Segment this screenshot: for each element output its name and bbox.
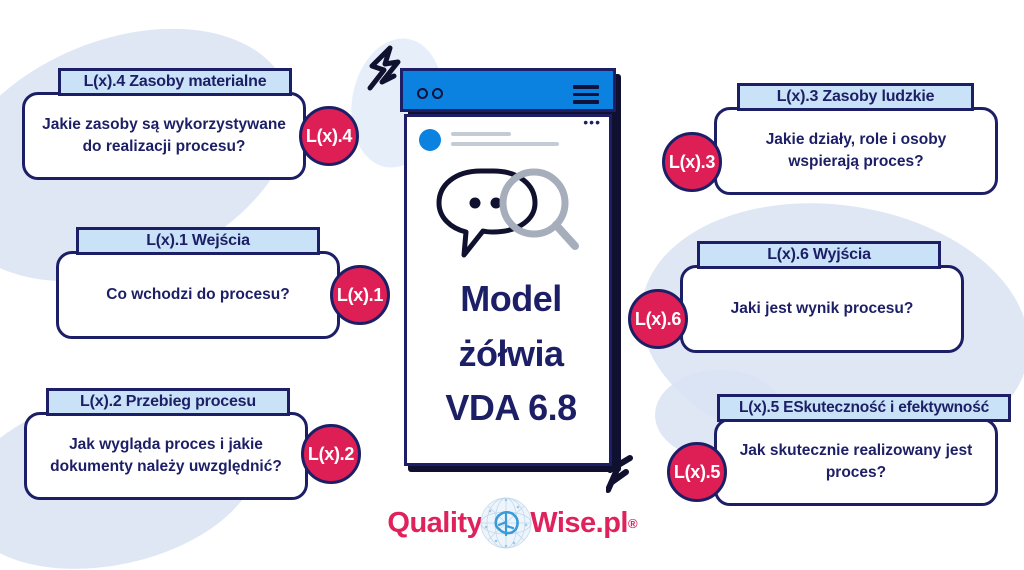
- callout-question-lx6: Jaki jest wynik procesu?: [680, 265, 964, 353]
- center-title-line-2: żółwia: [458, 332, 564, 374]
- callout-question-lx3: Jakie działy, role i osoby wspierają pro…: [714, 107, 998, 195]
- callout-header-lx5: L(x).5 ESkuteczność i efektywność: [717, 394, 1011, 422]
- callout-question-lx4: Jakie zasoby są wykorzystywane do realiz…: [22, 92, 306, 180]
- circle-outline-icon: [417, 88, 428, 99]
- avatar-circle-icon: [419, 129, 441, 151]
- logo-registered-mark: ®: [627, 515, 638, 531]
- ellipsis-icon[interactable]: •••: [583, 114, 601, 130]
- circle-outline-icon: [432, 88, 443, 99]
- callout-header-lx1: L(x).1 Wejścia: [76, 227, 320, 255]
- placeholder-line: [451, 142, 559, 146]
- sparkle-doodle-icon: [367, 45, 401, 91]
- placeholder-line: [451, 132, 511, 136]
- callout-header-lx4: L(x).4 Zasoby materialne: [58, 68, 292, 96]
- logo-text-quality: Quality: [387, 506, 483, 539]
- brain-network-sphere-icon: [480, 497, 532, 549]
- window-titlebar: [400, 68, 616, 112]
- callout-badge-lx3[interactable]: L(x).3: [662, 132, 722, 192]
- sparkle-doodle-icon: [606, 455, 633, 493]
- center-app-window: ••• Model żółwia VDA 6.8: [400, 68, 621, 472]
- center-title-line-3: VDA 6.8: [445, 387, 577, 429]
- callout-header-lx3: L(x).3 Zasoby ludzkie: [737, 83, 974, 111]
- callout-header-lx2: L(x).2 Przebieg procesu: [46, 388, 290, 416]
- callout-question-lx5: Jak skutecznie realizowany jest proces?: [714, 418, 998, 506]
- center-title-line-1: Model: [460, 278, 562, 319]
- hamburger-menu-icon[interactable]: [573, 85, 599, 108]
- quality-wise-logo[interactable]: Quality Wise.pl ®: [385, 495, 640, 551]
- speech-bubble-magnifier-icon: [436, 168, 579, 258]
- window-content: ••• Model żółwia VDA 6.8: [404, 114, 612, 466]
- callout-question-lx2: Jak wygląda proces i jakie dokumenty nal…: [24, 412, 308, 500]
- center-title: Model żółwia VDA 6.8: [407, 272, 615, 436]
- callout-badge-lx4[interactable]: L(x).4: [299, 106, 359, 166]
- callout-header-lx6: L(x).6 Wyjścia: [697, 241, 941, 269]
- callout-badge-lx5[interactable]: L(x).5: [667, 442, 727, 502]
- callout-badge-lx1[interactable]: L(x).1: [330, 265, 390, 325]
- callout-badge-lx6[interactable]: L(x).6: [628, 289, 688, 349]
- logo-text-wise: Wise.pl: [530, 506, 628, 539]
- callout-badge-lx2[interactable]: L(x).2: [301, 424, 361, 484]
- callout-question-lx1: Co wchodzi do procesu?: [56, 251, 340, 339]
